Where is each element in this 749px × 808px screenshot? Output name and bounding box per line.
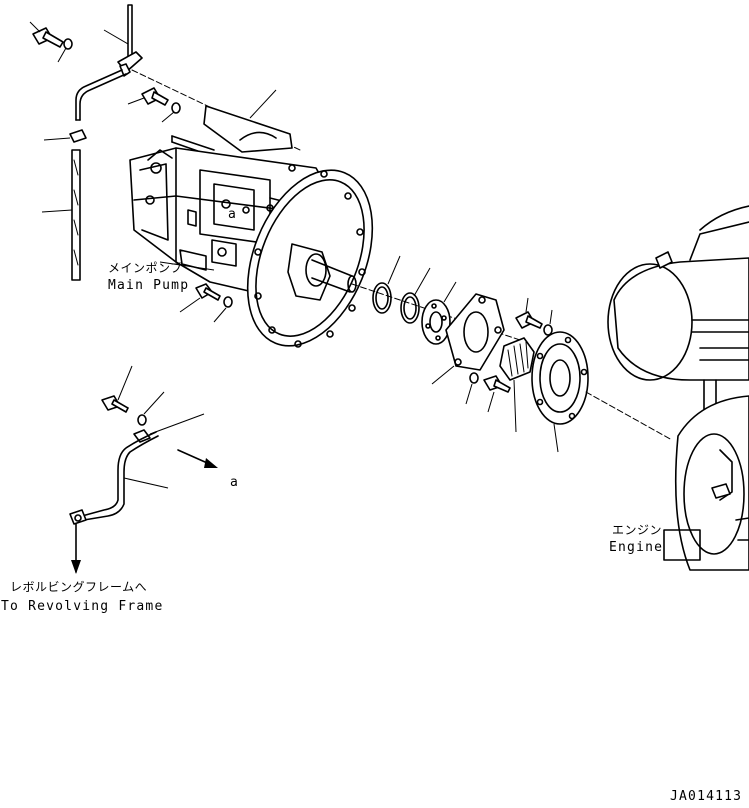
lower-washer (137, 391, 165, 426)
main-pump-jp-label: メインポンプ (108, 261, 183, 275)
revolving-frame-jp-label: レボルビングフレームへ (10, 580, 147, 594)
flange-housing (431, 293, 505, 385)
long-rod (41, 149, 81, 281)
housing-washer-lower (465, 372, 479, 405)
mounting-plate (203, 89, 293, 153)
cover-bolt (127, 87, 169, 106)
engine-label: Engine (609, 540, 663, 555)
revolving-frame-label: To Revolving Frame (1, 599, 163, 614)
view-arrow-a (177, 449, 218, 468)
snap-ring-1 (372, 255, 401, 314)
top-bolt (29, 21, 64, 48)
main-pump-label: Main Pump (108, 278, 189, 293)
view-marker-pump: a (228, 207, 237, 222)
revolving-frame-arrow (71, 523, 81, 574)
upright-tube (103, 4, 133, 66)
view-marker-a: a (230, 475, 239, 490)
lower-bolt (101, 365, 133, 413)
drawing-number: JA014113 (670, 789, 742, 804)
engine (607, 205, 749, 571)
hose-clamp (43, 129, 87, 143)
housing-bolt-upper (515, 297, 543, 329)
pump-washer (213, 296, 233, 323)
top-washer (57, 38, 73, 63)
housing-bolt-lower (483, 375, 511, 413)
housing-washer-upper (543, 309, 553, 336)
bent-tube (75, 69, 127, 121)
lower-nut (133, 413, 205, 443)
tube-bracket (117, 51, 143, 77)
pipe-line (69, 431, 169, 525)
coupling-hub (421, 281, 457, 345)
pump-bolt (179, 283, 221, 313)
cover-washer (161, 102, 181, 123)
bearing (499, 337, 535, 433)
flywheel-cover (531, 331, 589, 453)
snap-ring-2 (400, 267, 431, 324)
pump-flange (246, 164, 374, 348)
engine-jp-label: エンジン (612, 523, 662, 537)
